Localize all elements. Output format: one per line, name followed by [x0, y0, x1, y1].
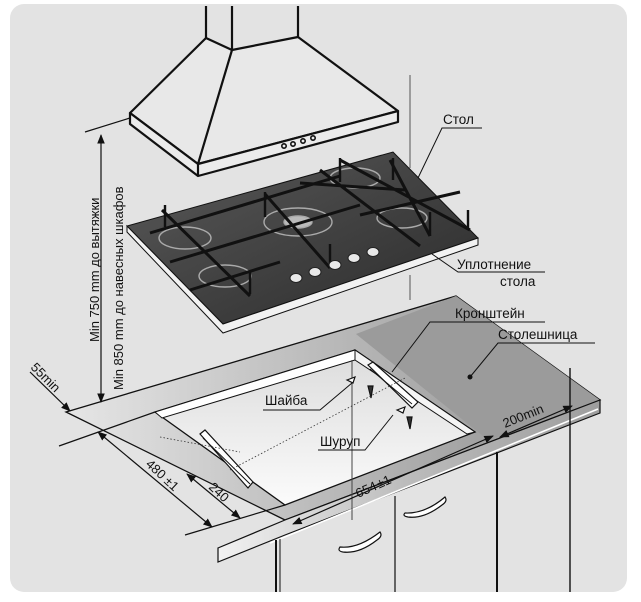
drawer-handle	[403, 496, 447, 518]
label-bracket: Кронштейн	[455, 306, 525, 321]
cutout-width-line	[292, 435, 494, 525]
front-margin-text: 55min	[28, 360, 64, 396]
control-knobs	[289, 247, 380, 283]
knob	[289, 273, 303, 283]
burner	[158, 226, 212, 250]
cutout-side-wall	[354, 349, 477, 435]
hood-button	[280, 143, 287, 150]
gas-hob	[126, 151, 479, 334]
knob	[308, 267, 322, 277]
hood-control-buttons	[280, 135, 316, 150]
leader-washer	[263, 382, 353, 411]
grate-bars	[263, 158, 471, 269]
leader-countertop	[469, 342, 595, 378]
extension-line	[84, 117, 131, 133]
knob	[328, 260, 342, 270]
knob	[366, 247, 380, 257]
label-countertop: Столешница	[498, 327, 578, 342]
label-table: Стол	[443, 112, 474, 127]
grate-legs	[163, 158, 470, 294]
label-screw: Шуруп	[320, 434, 360, 449]
bracket-right	[367, 361, 419, 409]
bracket-offset-line	[186, 473, 241, 519]
leader-screw	[318, 414, 394, 451]
burner-wok	[263, 207, 333, 237]
label-seal-line2: стола	[500, 274, 536, 289]
label-seal-line1: Уплотнение	[457, 257, 531, 272]
label-washer: Шайба	[265, 393, 308, 408]
cabinet-clearance-text: Min 850 mm до навесных шкафов	[111, 186, 126, 390]
washer-icon	[345, 375, 356, 384]
hood-button	[289, 141, 296, 148]
alignment-line	[229, 377, 406, 471]
leader-seal	[431, 253, 545, 273]
countertop-marker	[467, 374, 473, 380]
knob	[347, 253, 361, 263]
cutout-depth-tol: ±1	[161, 473, 182, 494]
hood-canopy-edge	[196, 49, 234, 165]
leader-table	[417, 127, 482, 179]
pan-supports	[149, 158, 471, 298]
drawer-handle	[338, 531, 382, 553]
range-hood	[128, 6, 400, 178]
bracket-fold	[369, 368, 413, 405]
callouts	[263, 127, 595, 451]
hob-seal	[126, 224, 479, 334]
hood-clearance-text: Min 750 mm до вытяжки	[87, 198, 102, 342]
hood-button	[299, 138, 306, 145]
front-margin-line	[29, 371, 71, 412]
burner	[376, 207, 428, 229]
screw-icon	[406, 416, 413, 430]
leader-bracket	[391, 321, 545, 373]
washer-icon	[395, 405, 406, 414]
hood-button	[309, 135, 316, 142]
alignment-line	[159, 436, 241, 453]
extension-line	[184, 504, 286, 536]
screw-icon	[367, 385, 374, 399]
dimension-lines	[29, 117, 573, 536]
side-margin-line	[499, 405, 573, 438]
extension-line	[58, 411, 156, 447]
cutout-width-tol: ±1	[374, 472, 393, 492]
grate-bars	[149, 174, 361, 298]
